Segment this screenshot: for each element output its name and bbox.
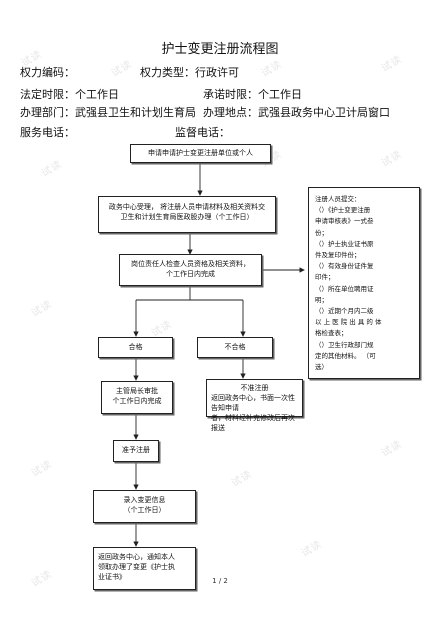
flow-step-accept: 政务中心受理， 将注册人员申请材料及相关资料交 卫生和计划生育局医政股办理（个工… — [98, 196, 276, 233]
note-line: 明； — [315, 295, 328, 304]
flow-return-notify: 返回政务中心，通知本人 领取办理了变更《护士执 业证书》 — [93, 547, 196, 590]
note-line: （）《护士变更注册 — [315, 206, 371, 215]
flow-reject: 不准注册 返回政务中心，书面一次性告知申请 者，材料经补充修改后再次报送 — [206, 379, 303, 432]
flow-return-line2: 领取办理了变更《护士执 — [98, 563, 175, 571]
flow-fail: 不合格 — [197, 337, 273, 358]
note-line: （）所在单位聘用证 — [315, 284, 374, 293]
note-line: 件及复印件份； — [315, 251, 361, 260]
flow-reject-title: 不准注册 — [240, 384, 269, 392]
flow-reject-line3: 者，材料经补充修改后再次报送 — [211, 414, 295, 432]
flow-pass-text: 合格 — [128, 343, 143, 351]
note-line: 格检查表； — [315, 329, 348, 338]
flow-approve-text: 准予注册 — [122, 446, 150, 454]
note-line: 申请审核表》一式叁 — [315, 217, 374, 226]
flow-approve: 准予注册 — [113, 440, 159, 462]
dept-label: 办理部门：武强县卫生和计划生育局 — [20, 106, 196, 119]
legal-time-label: 法定时限：个工作日 — [20, 88, 119, 101]
note-line: （）有效身份证件复 — [315, 262, 374, 271]
flow-fail-text: 不合格 — [224, 343, 246, 351]
page-number: 1 / 2 — [212, 577, 228, 585]
service-phone-label: 服务电话： — [20, 126, 75, 139]
note-line: （）卫生行政部门规 — [315, 340, 374, 349]
power-type-label: 权力类型：行政许可 — [140, 66, 239, 79]
flow-step-accept-line2: 卫生和计划生育局医政股办理（个工作日） — [120, 213, 254, 221]
supervise-phone-label: 监督电话： — [175, 126, 230, 139]
promise-time-label: 承诺时限：个工作日 — [203, 88, 302, 101]
flow-record-line1: 录入变更信息 — [123, 496, 166, 504]
page-title: 护士变更注册流程图 — [161, 42, 279, 57]
required-materials-note: 注册人员提交： （）《护士变更注册 申请审核表》一式叁 份； （）护士执业证书原… — [308, 187, 420, 379]
note-line: 注册人员提交： — [315, 195, 361, 203]
power-code-label: 权力编码： — [20, 66, 75, 79]
flow-step-apply-text: 申请申请护士变更注册单位或个人 — [148, 149, 253, 157]
note-line: 定的其他材料。 （可 — [315, 351, 376, 360]
flow-reject-line2: 返回政务中心，书面一次性告知申请 — [211, 394, 295, 412]
flow-step-accept-line1: 政务中心受理， 将注册人员申请材料及相关资料交 — [108, 203, 266, 211]
note-line: 以 上 医 院 出 具 的 体 — [315, 318, 382, 327]
flow-director-review-line1: 主管局长审批 — [116, 387, 158, 395]
flow-director-review: 主管局长审批 个工作日内完成 — [101, 381, 173, 414]
flow-step-check: 岗位责任人检查人员资格及相关资料， 个工作日内完成 — [119, 254, 262, 286]
flow-return-line1: 返回政务中心，通知本人 — [98, 553, 175, 561]
note-line: （）近期个月内二级 — [315, 307, 374, 316]
note-line: 印件； — [315, 273, 335, 282]
flow-step-apply: 申请申请护士变更注册单位或个人 — [130, 144, 271, 163]
flow-return-line3: 业证书》 — [98, 573, 126, 581]
note-line: 份； — [315, 228, 328, 237]
flow-director-review-line2: 个工作日内完成 — [112, 397, 162, 405]
flow-record-line2: （个工作日） — [123, 506, 166, 514]
flow-pass: 合格 — [98, 337, 173, 358]
flow-step-check-line1: 岗位责任人检查人员资格及相关资料， — [131, 260, 250, 268]
note-line: （）护士执业证书原 — [315, 239, 374, 248]
flow-step-check-line2: 个工作日内完成 — [166, 270, 215, 278]
place-label: 办理地点：武强县政务中心卫计局窗口 — [203, 106, 390, 119]
flow-record: 录入变更信息 （个工作日） — [93, 490, 196, 523]
note-line: 选） — [315, 363, 328, 372]
